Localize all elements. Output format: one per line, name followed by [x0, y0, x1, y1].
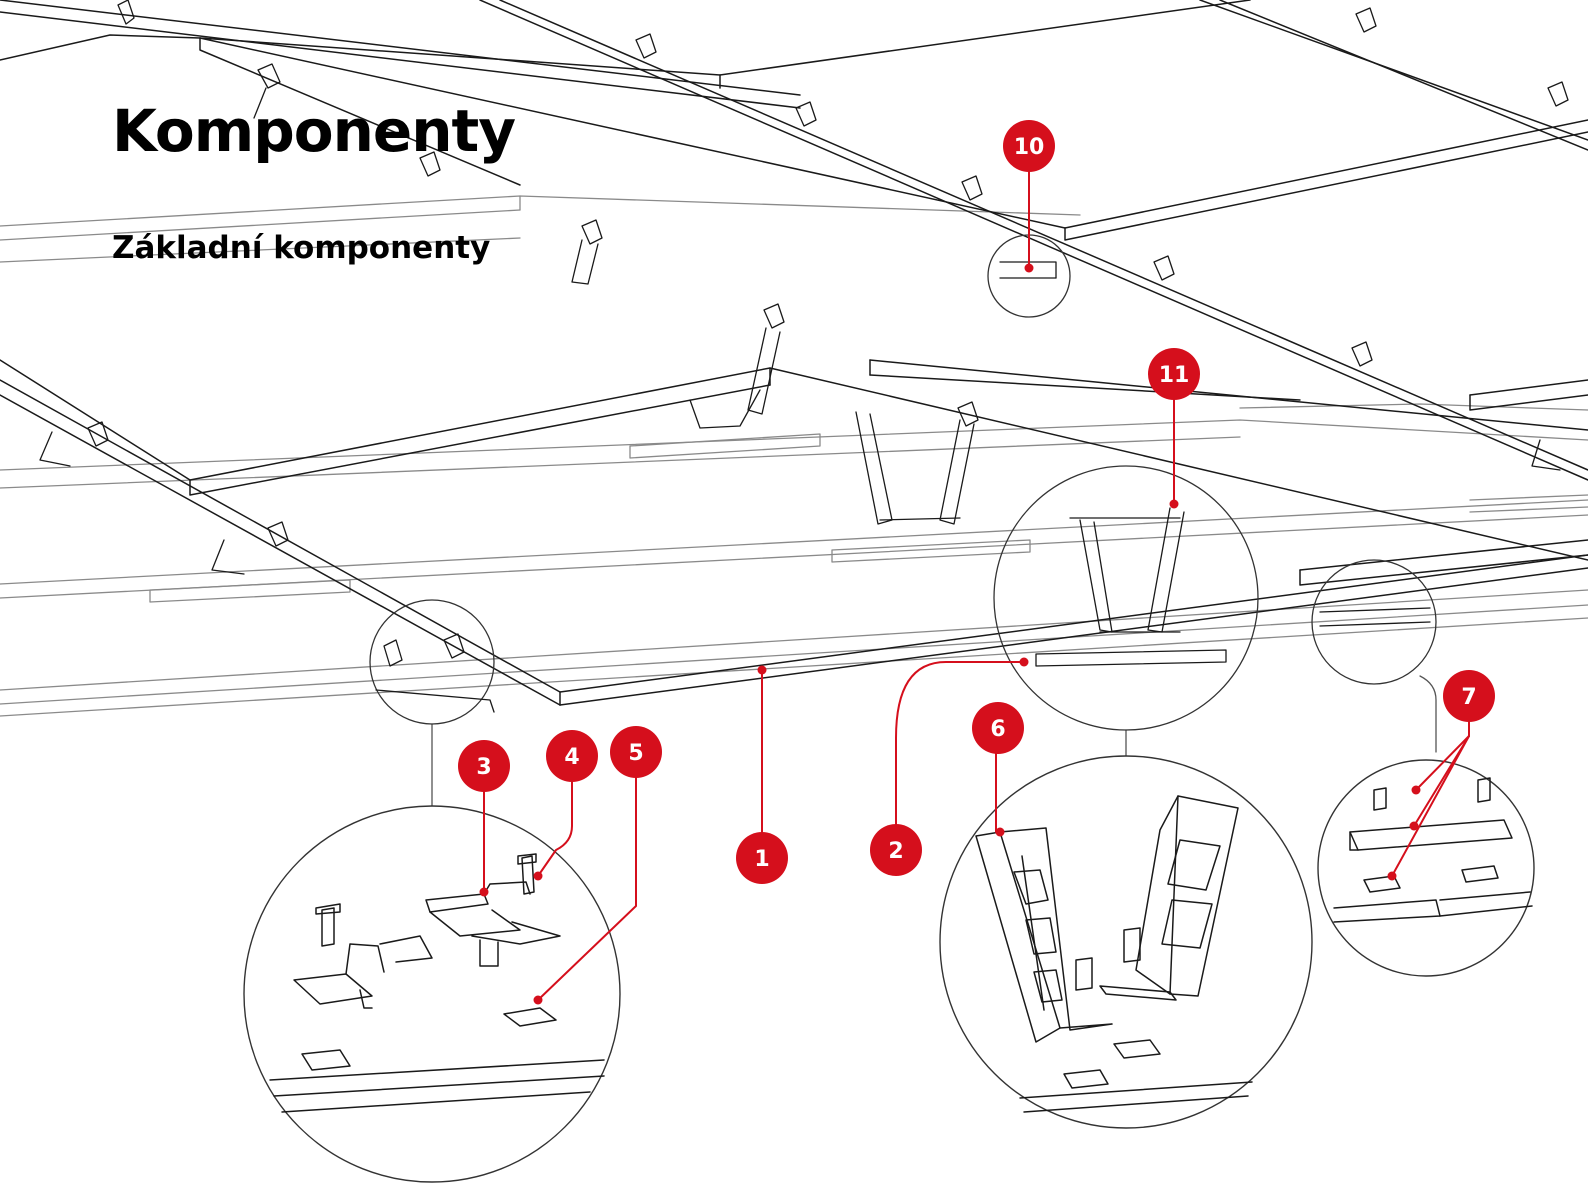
callout-6: 6 — [972, 702, 1024, 754]
magnifier-detail-lines — [375, 261, 1431, 713]
callout-7-label: 7 — [1461, 685, 1476, 710]
page-subtitle: Základní komponenty — [112, 230, 491, 266]
callout-11: 11 — [1148, 348, 1200, 400]
small-magnifiers — [369, 234, 1437, 731]
callout-leaders — [483, 145, 1470, 1001]
callout-1: 1 — [736, 832, 788, 884]
callout-2: 2 — [870, 824, 922, 876]
callout-3: 3 — [458, 740, 510, 792]
callout-anchor-dots — [479, 263, 1421, 1005]
callout-6-label: 6 — [990, 717, 1005, 742]
detail-circle-middle — [939, 755, 1313, 1129]
detail-circle-left — [243, 805, 621, 1183]
callout-10-label: 10 — [1014, 135, 1045, 160]
detail-circle-right — [1317, 759, 1535, 977]
callout-3-label: 3 — [476, 755, 491, 780]
magnifier-connectors — [431, 675, 1437, 807]
callout-2-label: 2 — [888, 839, 903, 864]
callout-11-label: 11 — [1159, 363, 1190, 388]
callouts: 1 2 3 4 5 6 7 10 — [458, 120, 1495, 884]
page-title: Komponenty — [112, 97, 516, 165]
callout-7: 7 — [1443, 670, 1495, 722]
callout-1-label: 1 — [754, 847, 769, 872]
clamps — [39, 0, 1569, 575]
callout-4-label: 4 — [564, 745, 579, 770]
callout-5-label: 5 — [628, 741, 643, 766]
background-rails — [0, 195, 1588, 717]
callout-4: 4 — [546, 730, 598, 782]
callout-10: 10 — [1003, 120, 1055, 172]
callout-5: 5 — [610, 726, 662, 778]
